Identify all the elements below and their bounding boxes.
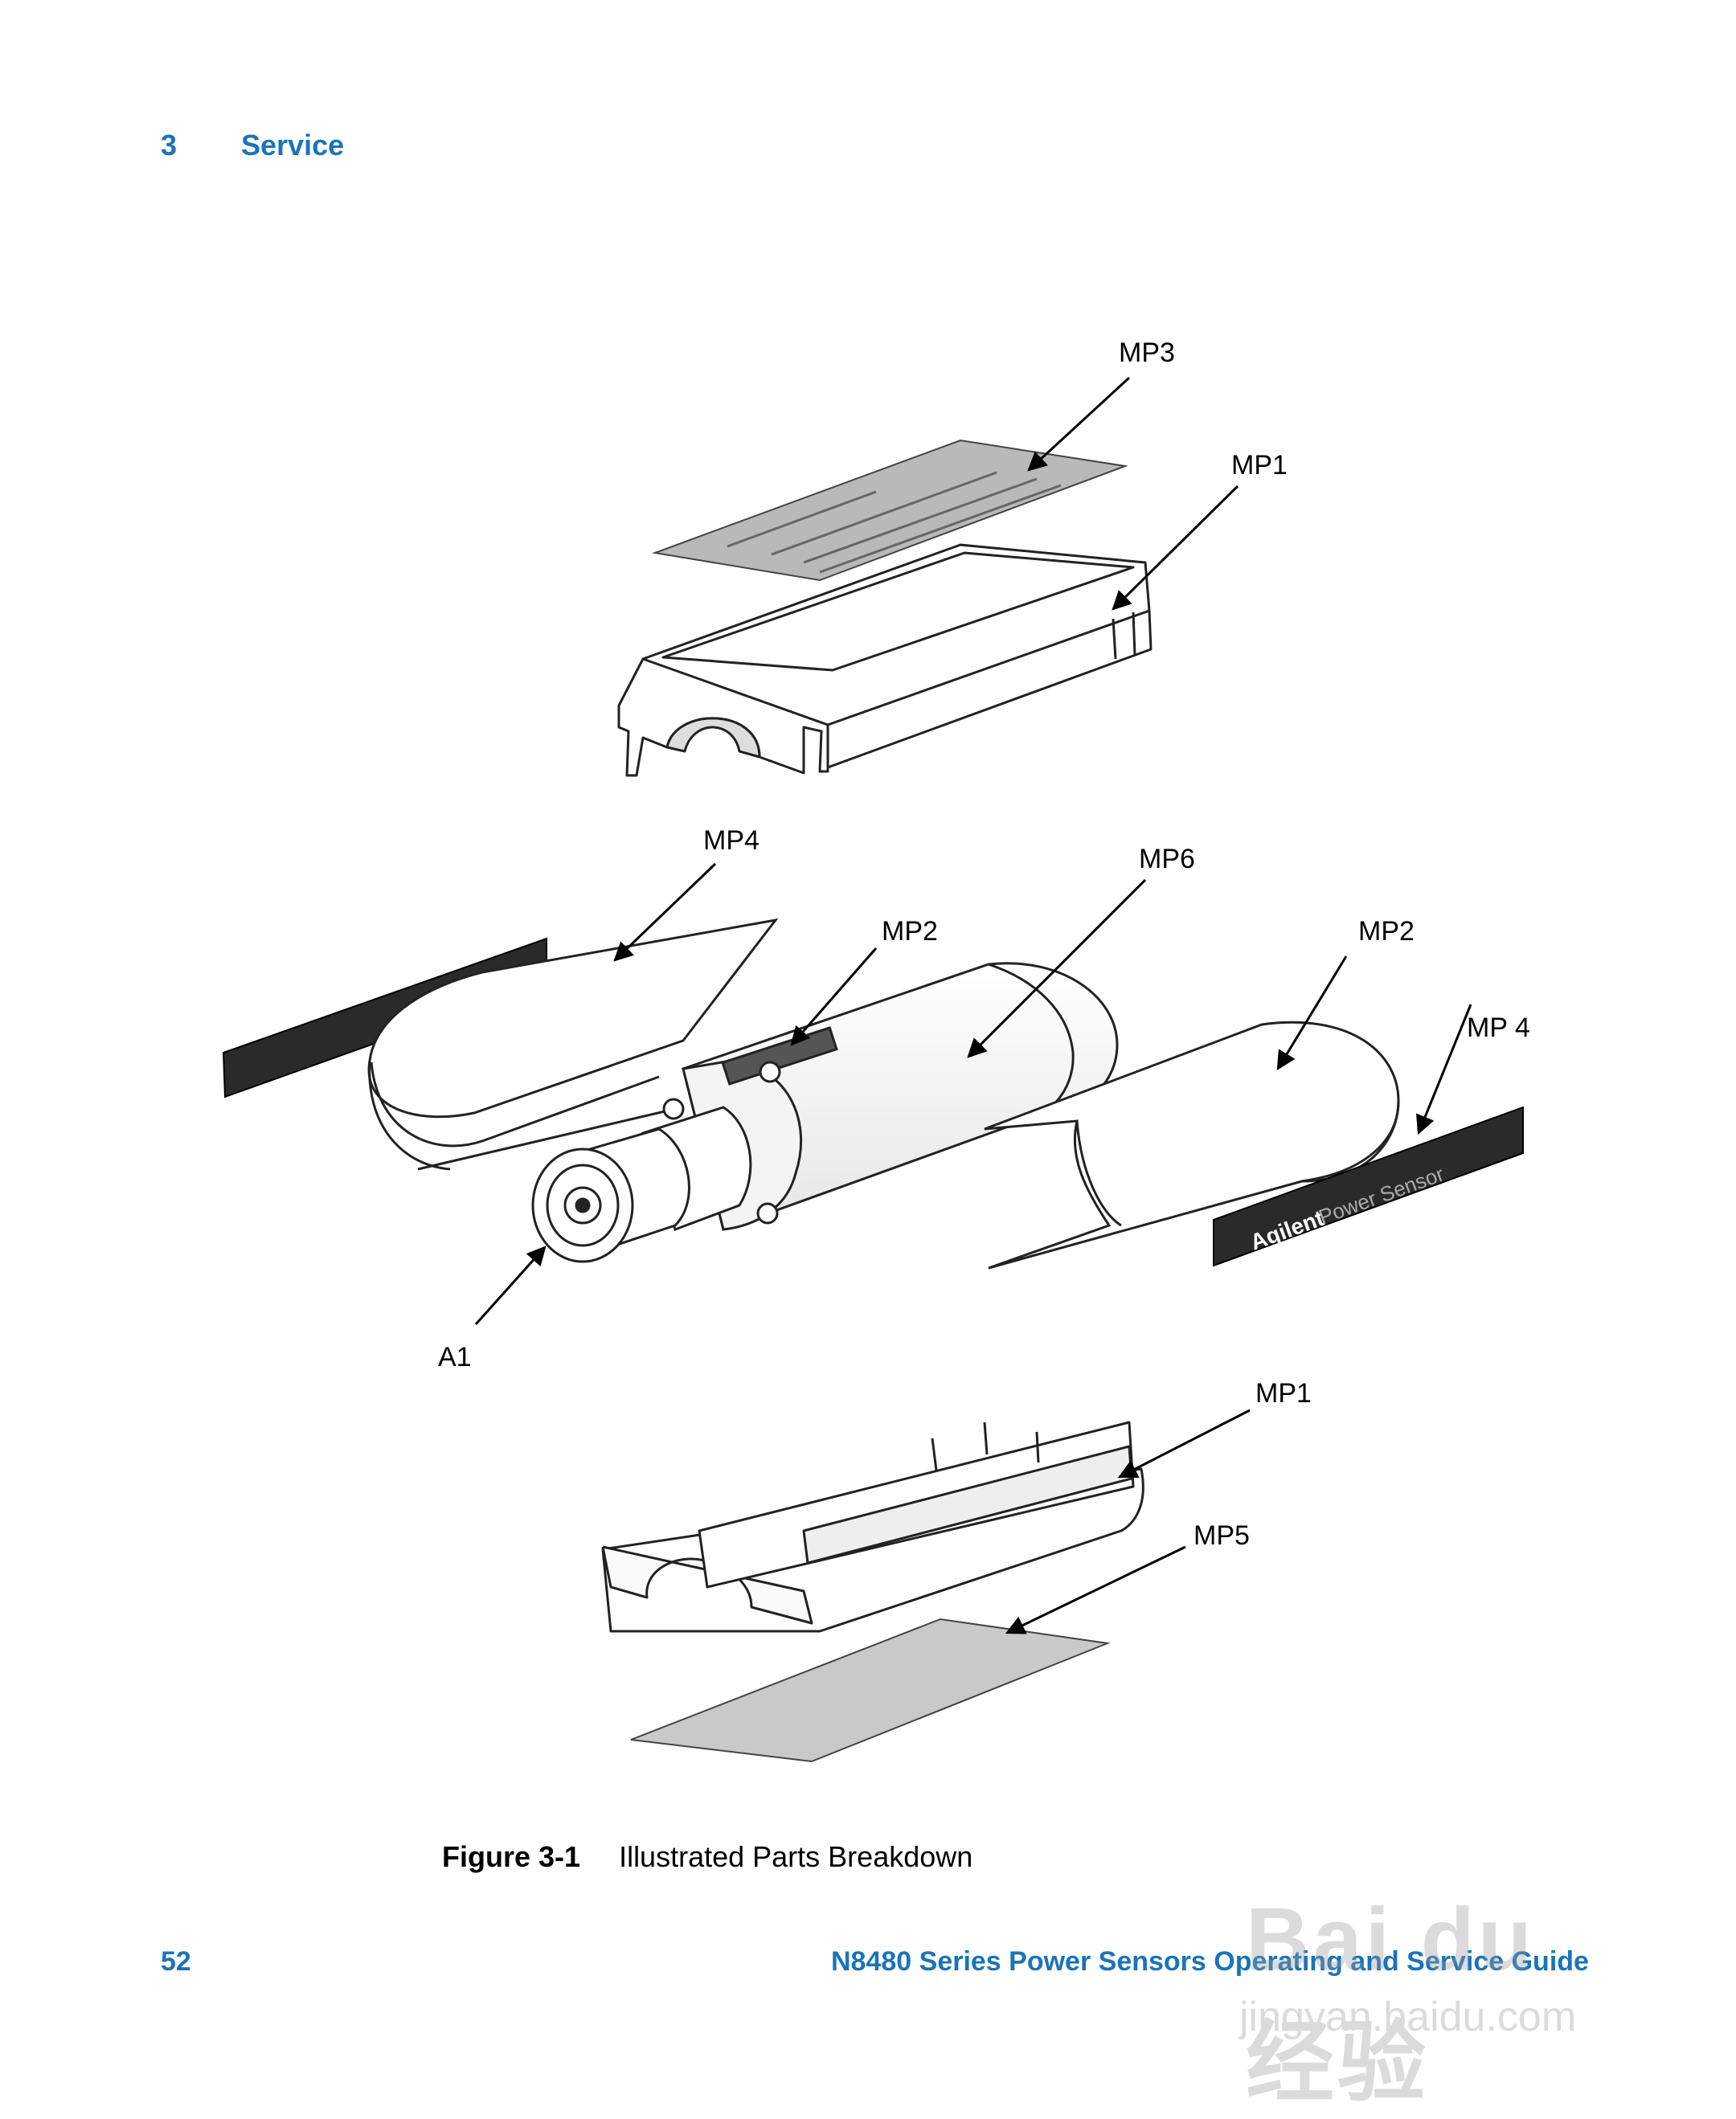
mp3-label-plate: [652, 439, 1128, 582]
page-number: 52: [161, 1946, 191, 1977]
callout-mp3: MP3: [1119, 337, 1175, 368]
callout-leader-lines: [474, 376, 1472, 1634]
callout-a1: A1: [438, 1342, 472, 1372]
mp5-bottom-plate: [630, 1618, 1111, 1763]
guide-title: N8480 Series Power Sensors Operating and…: [831, 1946, 1589, 1977]
watermark-url-text: jingyan.baidu.com: [1239, 1994, 1577, 2040]
mp1-top-cover: [617, 543, 1153, 777]
callout-mp2-right: MP2: [1358, 916, 1415, 947]
callout-mp5: MP5: [1194, 1520, 1250, 1551]
callout-mp2-left: MP2: [882, 916, 938, 947]
chapter-number: 3: [161, 129, 178, 162]
chapter-title: Service: [241, 129, 345, 162]
mp2-left-shell: [367, 918, 779, 1171]
callout-mp4-left: MP4: [703, 825, 760, 856]
figure-title: Illustrated Parts Breakdown: [619, 1840, 973, 1873]
mp1-bottom-cover: [601, 1421, 1144, 1633]
callout-mp1-top: MP1: [1231, 450, 1288, 481]
mp6-sensor-body: [682, 962, 1119, 1231]
figure-label: Figure 3-1: [442, 1840, 581, 1873]
mp6-mounting-screws: [662, 1061, 781, 1225]
callout-mp1-bottom: MP1: [1255, 1378, 1312, 1409]
chapter-header: 3 Service: [161, 129, 344, 162]
callout-mp6: MP6: [1139, 844, 1195, 874]
callout-mp4-right: MP 4: [1467, 1012, 1530, 1043]
a1-connector: [531, 1106, 752, 1263]
figure-caption: Figure 3-1 Illustrated Parts Breakdown: [442, 1840, 972, 1874]
baidu-watermark: Bai du 经验 jingyan.baidu.com: [1230, 1840, 1648, 2113]
